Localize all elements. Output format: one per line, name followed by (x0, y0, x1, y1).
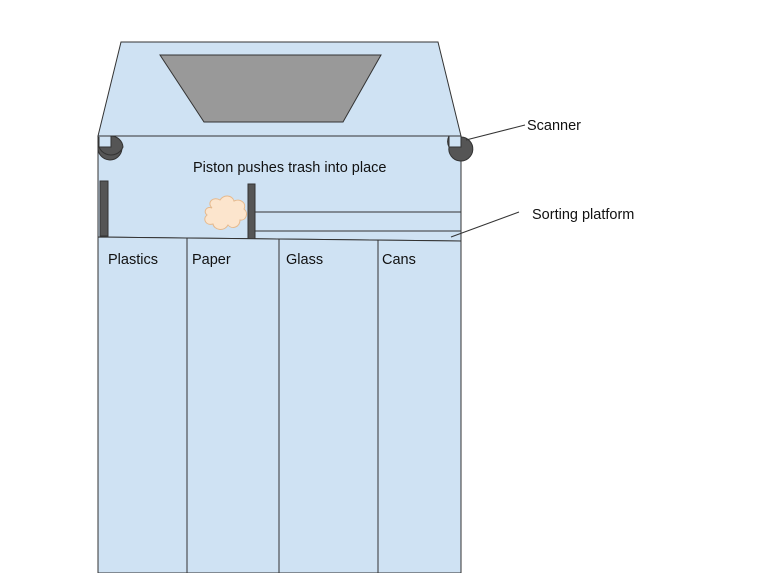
scanning-chamber (97, 135, 462, 242)
sorting-platform-label: Sorting platform (532, 207, 634, 223)
sorting-platform-callout-line (450, 211, 520, 238)
trash-item-icon (204, 195, 248, 230)
piston-head (247, 183, 256, 241)
scanner-left-icon-inner (97, 135, 124, 156)
scanner-callout-line (465, 124, 526, 141)
scanner-right-icon (447, 135, 474, 162)
trash-chute-opening (159, 54, 382, 123)
bin-label-glass: Glass (286, 252, 323, 268)
scanner-label: Scanner (527, 118, 581, 134)
bin-label-plastics: Plastics (108, 252, 158, 268)
piston-caption: Piston pushes trash into place (193, 160, 386, 176)
bin-label-cans: Cans (382, 252, 416, 268)
left-wall-piston (99, 180, 109, 237)
bin-label-paper: Paper (192, 252, 231, 268)
